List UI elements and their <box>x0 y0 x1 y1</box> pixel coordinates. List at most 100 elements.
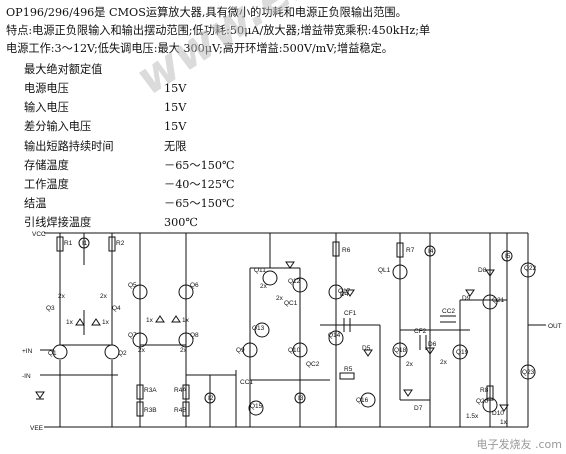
ratio-label: 2x <box>260 283 268 290</box>
ratings-title: 最大绝对额定值 <box>24 63 103 76</box>
i2-label: I2 <box>208 395 214 402</box>
schematic-labels: VCC VEE +IN -IN OUT Q1 Q2 Q3 Q4 Q5 Q6 Q7… <box>22 231 562 432</box>
rating-name: 输入电压 <box>24 101 69 115</box>
ratings-row: 电源电压 15V <box>24 79 324 98</box>
rating-value: 15V <box>164 101 187 115</box>
q19-label: Q19 <box>456 349 469 356</box>
r2-label: R2 <box>116 240 125 247</box>
rating-name: 引线焊接温度 <box>24 216 92 230</box>
in-plus-label: +IN <box>22 348 33 355</box>
ratings-row: 输出短路持续时间 无限 <box>24 137 324 156</box>
r4b-label: R4B <box>174 407 187 414</box>
rating-value: －65～150℃ <box>164 197 235 211</box>
r8-label: R8 <box>480 387 489 394</box>
d9-label: D9 <box>462 295 471 302</box>
q10-label: Q10 <box>288 347 301 354</box>
q11-label: Q11 <box>254 267 266 274</box>
d6-label: D6 <box>428 341 437 348</box>
i1-label: I1 <box>82 240 88 247</box>
rating-value: －65～150℃ <box>164 158 235 172</box>
q23-label: Q23 <box>522 369 535 376</box>
q22-label: Q22 <box>524 265 537 272</box>
r3b-label: R3B <box>144 407 157 414</box>
r6-label: R6 <box>342 247 351 254</box>
q17-label: Q17 <box>338 288 351 295</box>
intro-line-3: 电源工作:3～12V;低失调电压:最大 300μV;高开环增益:500V/mV;… <box>6 42 393 55</box>
intro-line-1: OP196/296/496是 CMOS运算放大器,具有微小的功耗和电源正负限输出… <box>6 6 407 19</box>
i3-label: I3 <box>298 395 304 402</box>
rating-name: 存储温度 <box>24 158 69 172</box>
q21-label: Q21 <box>492 297 505 304</box>
ratio-label: 2x <box>58 293 66 300</box>
ratio-label: 2x <box>276 295 284 302</box>
rating-name: 工作温度 <box>24 177 69 191</box>
rating-value: 无限 <box>164 139 187 153</box>
vcc-label: VCC <box>32 231 46 238</box>
intro-line-2: 特点:电源正负限输入和输出摆动范围;低功耗:50μA/放大器;增益带宽乘积:45… <box>6 24 431 37</box>
r3a-label: R3A <box>144 387 157 394</box>
rating-value: 15V <box>164 120 187 134</box>
ratio-label: 1.5x <box>466 413 479 420</box>
q8-label: Q8 <box>190 332 199 339</box>
q12-label: Q12 <box>288 278 301 285</box>
d7-label: D7 <box>414 405 423 412</box>
rating-name: 输出短路持续时间 <box>24 139 114 153</box>
ratio-label: 2x <box>406 361 414 368</box>
q13-label: Q13 <box>252 325 265 332</box>
cf1-label: CF1 <box>344 310 357 317</box>
ratings-row: 引线焊接温度 300℃ <box>24 213 324 232</box>
ratio-label: 1x <box>500 419 508 426</box>
vee-label: VEE <box>30 425 44 432</box>
intro-text: OP196/296/496是 CMOS运算放大器,具有微小的功耗和电源正负限输出… <box>6 4 558 58</box>
ratio-label: 1x <box>146 317 154 324</box>
cc2-label: CC2 <box>442 308 455 315</box>
ratings-row: 输入电压 15V <box>24 98 324 117</box>
d4-label: D4 <box>340 291 349 298</box>
ratings-row: 存储温度 －65～150℃ <box>24 156 324 175</box>
rating-value: 15V <box>164 82 187 95</box>
q3-label: Q3 <box>46 305 55 312</box>
q16-label: Q16 <box>356 397 369 404</box>
r5-label: R5 <box>344 366 353 373</box>
r4a-label: R4A <box>174 387 187 394</box>
ratio-label: 2x <box>180 347 188 354</box>
ratings-row: 结温 －65～150℃ <box>24 194 324 213</box>
q2-label: Q2 <box>118 350 127 357</box>
r1-label: R1 <box>64 240 73 247</box>
d10-label: D10 <box>492 410 504 417</box>
ratio-label: 1x <box>66 319 74 326</box>
q6-label: Q6 <box>190 282 199 289</box>
i5-label: I5 <box>505 253 511 260</box>
ratio-label: 2x <box>440 359 448 366</box>
ratio-label: 2x <box>100 293 108 300</box>
q15-label: Q15 <box>250 403 263 410</box>
cc1-label: CC1 <box>240 379 253 386</box>
q9-label: Q9 <box>236 347 245 354</box>
rating-name: 差分输入电压 <box>24 120 92 134</box>
cf2-label: CF2 <box>414 328 427 335</box>
q14-label: Q14 <box>328 332 341 339</box>
rating-value: 300℃ <box>164 216 198 230</box>
q1-label: Q1 <box>48 350 57 357</box>
q18-label: Q18 <box>394 347 407 354</box>
q20-label: Q20 <box>476 398 489 405</box>
i4-label: I4 <box>428 248 434 255</box>
ql1-label: QL1 <box>378 267 391 274</box>
q4-label: Q4 <box>112 305 121 312</box>
corner-watermark: 电子发烧友 .com <box>476 438 563 451</box>
qc1-label: QC1 <box>284 300 298 307</box>
ratio-label: 2x <box>138 347 146 354</box>
rating-name: 结温 <box>24 197 47 211</box>
ratings-row: 工作温度 －40～125℃ <box>24 175 324 194</box>
q7-label: Q7 <box>128 332 137 339</box>
out-label: OUT <box>548 323 562 330</box>
rating-value: －40～125℃ <box>164 177 235 191</box>
qc2-label: QC2 <box>306 361 320 368</box>
ratings-table: 最大绝对额定值 电源电压 15V 输入电压 15V 差分输入电压 15V 输出短路持续… <box>24 60 324 233</box>
rating-name: 电源电压 <box>24 82 69 95</box>
d5-label: D5 <box>362 345 371 352</box>
in-minus-label: -IN <box>22 373 31 380</box>
q5-label: Q5 <box>128 282 137 289</box>
r7-label: R7 <box>406 247 415 254</box>
d8-label: D8 <box>478 267 487 274</box>
